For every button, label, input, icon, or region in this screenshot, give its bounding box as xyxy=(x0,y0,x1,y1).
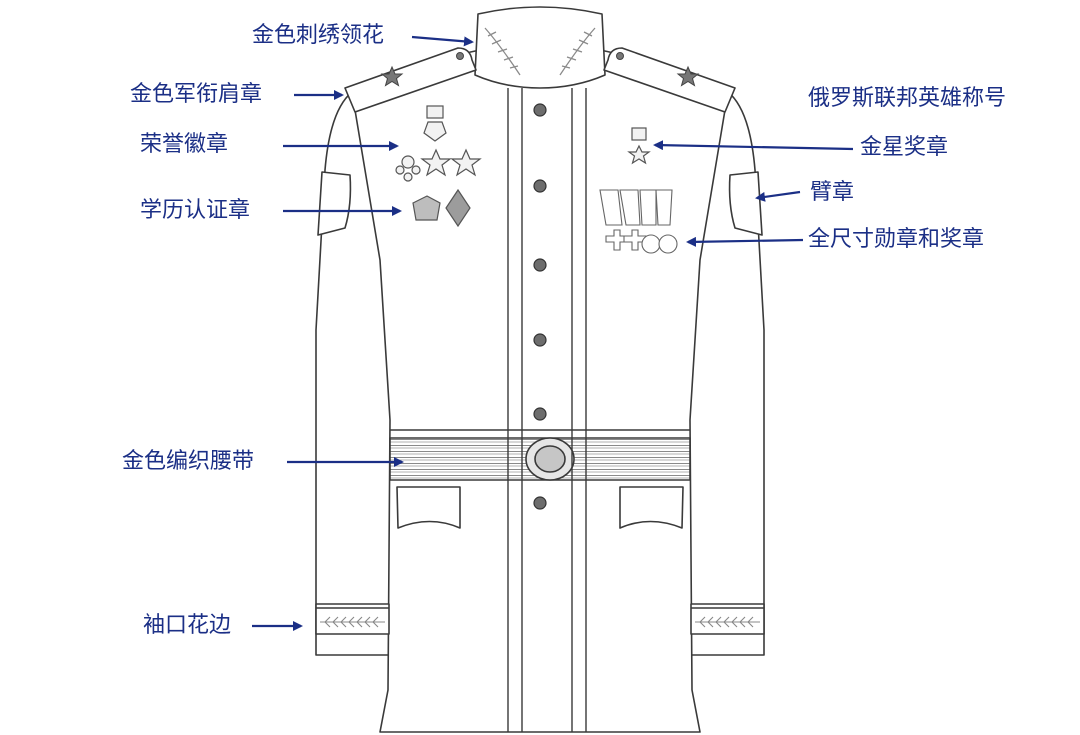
arrow-sleeve-patch xyxy=(757,192,800,198)
label-cuff-lace: 袖口花边 xyxy=(143,613,231,639)
label-honor-badges: 荣誉徽章 xyxy=(140,132,228,158)
label-sleeve-patch: 臂章 xyxy=(810,180,854,206)
right-pocket-flap xyxy=(620,487,683,528)
label-shoulder-boards: 金色军衔肩章 xyxy=(130,82,262,108)
left-sleeve-patch xyxy=(318,172,350,235)
jacket-body xyxy=(352,50,728,732)
right-sleeve-patch xyxy=(730,172,762,235)
collar xyxy=(475,7,605,88)
label-medals: 全尺寸勋章和奖章 xyxy=(808,227,984,253)
label-hero-title: 俄罗斯联邦英雄称号 xyxy=(808,86,1006,112)
label-gold-belt: 金色编织腰带 xyxy=(122,449,254,475)
label-gold-star: 金星奖章 xyxy=(860,135,948,161)
left-pocket-flap xyxy=(397,487,460,528)
arrow-collar-embroidery xyxy=(412,37,472,42)
label-collar-embroidery: 金色刺绣领花 xyxy=(252,23,384,49)
label-education-badges: 学历认证章 xyxy=(140,198,250,224)
